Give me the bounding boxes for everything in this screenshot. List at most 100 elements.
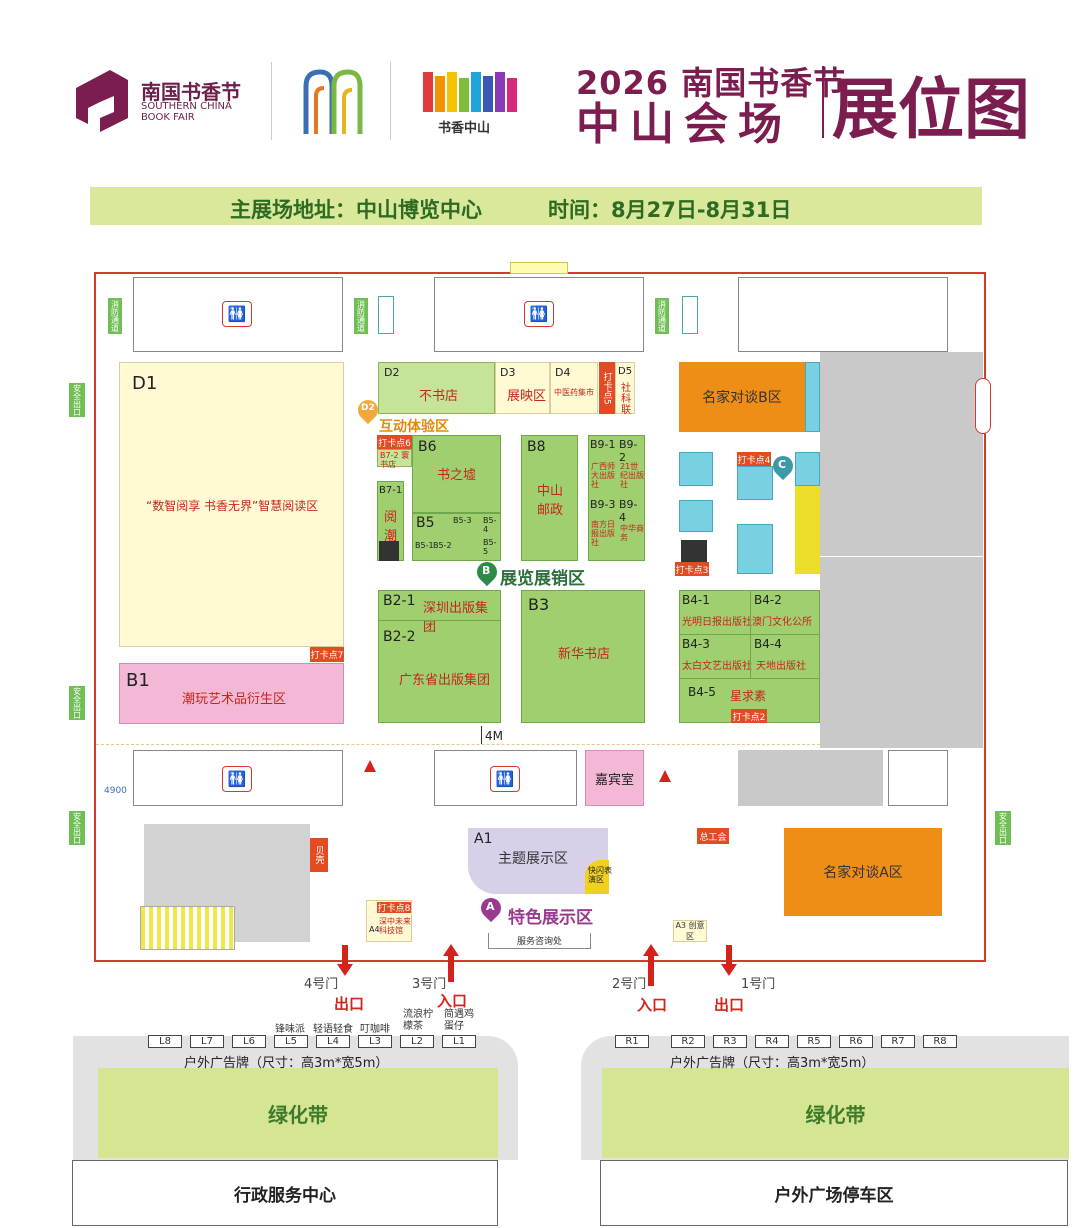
ad-board-r1[interactable]: R1: [615, 1035, 649, 1048]
restroom-icon: 🚻: [222, 301, 252, 327]
checkin-4: 打卡点4: [737, 452, 771, 466]
shuxiang-zhongshan-books-logo-icon: [423, 72, 517, 112]
zone-b4-4-code: B4-4: [754, 637, 782, 651]
tenant-label: 锋味派: [275, 1024, 305, 1035]
fire-exit-sign-icon: 消防通道: [655, 298, 669, 334]
zone-d2-code: D2: [384, 366, 400, 379]
zone-b4-1-name: 光明日报出版社: [682, 617, 752, 628]
b-area-label: 展览展销区: [500, 569, 585, 589]
zone-b4-3-name: 太白文艺出版社: [682, 661, 752, 672]
zone-b4[interactable]: B4-1 B4-2 光明日报出版社 澳门文化公所 B4-3 B4-4 太白文艺出…: [679, 590, 820, 723]
zone-d5-name: 社科联: [621, 383, 631, 416]
zone-d2[interactable]: D2 不书店: [378, 362, 495, 414]
info-bar: 主展场地址：中山博览中心 时间：8月27日-8月31日: [90, 187, 982, 225]
zone-b9-4-code: B9-4: [619, 498, 638, 524]
zone-b8-code: B8: [527, 439, 546, 455]
door-3-arrowhead-icon: [443, 944, 459, 956]
zone-b8-name: 中山邮政: [537, 484, 564, 518]
zone-d2-name: 不书店: [419, 389, 459, 404]
ad-board-l1[interactable]: L1: [442, 1035, 476, 1048]
ad-board-r3[interactable]: R3: [713, 1035, 747, 1048]
side-exit-left-3: 安全出口: [69, 811, 85, 845]
zone-d5[interactable]: D5 社科联: [615, 362, 635, 416]
zone-b2-2-code: B2-2: [383, 629, 416, 645]
ad-board-l3[interactable]: L3: [358, 1035, 392, 1048]
zone-b4-3-code: B4-3: [682, 637, 710, 651]
zone-d1-desc: “数智阅享 书香无界”智慧阅读区: [146, 499, 319, 513]
ad-board-r4[interactable]: R4: [755, 1035, 789, 1048]
zone-d3[interactable]: D3 展映区: [495, 362, 550, 414]
zone-d1[interactable]: D1 “数智阅享 书香无界”智慧阅读区: [119, 362, 344, 647]
zone-b1[interactable]: B1 潮玩艺术品衍生区: [119, 663, 344, 724]
zone-talk-a[interactable]: 名家对谈A区: [784, 828, 942, 916]
zone-b5[interactable]: B5 B5-1 B5-2 B5-3 B5-4 B5-5: [412, 513, 501, 561]
zone-b7-2[interactable]: B7-2 寰书店: [377, 449, 412, 469]
zone-b2-divider: [378, 620, 501, 621]
zone-b9[interactable]: B9-1 B9-2 广西师大出版社 21世纪出版社 B9-3 B9-4 南方日报…: [588, 435, 645, 561]
union-booth[interactable]: 总工会: [697, 828, 729, 844]
zone-b7-1-kiosk: [379, 541, 399, 561]
zone-a1[interactable]: A1 主题展示区: [468, 828, 608, 894]
title-line2: 中山会场: [576, 99, 792, 150]
tenant-label: 简遇鸡蛋仔: [444, 1009, 474, 1032]
zone-b6-name: 书之墟: [437, 468, 477, 483]
ad-board-l4[interactable]: L4: [316, 1035, 350, 1048]
ad-board-r6[interactable]: R6: [839, 1035, 873, 1048]
tenant-label: 轻语轻食: [313, 1024, 353, 1035]
ad-board-l2[interactable]: L2: [400, 1035, 434, 1048]
zone-b5-code: B5: [416, 515, 435, 531]
tenant-label: 叮咖啡: [360, 1024, 390, 1035]
vip-room[interactable]: 嘉宾室: [585, 750, 644, 806]
b-marker-label: B: [482, 564, 491, 577]
zone-b9-3-name: 南方日报出版社: [591, 520, 615, 547]
ad-board-l5[interactable]: L5: [274, 1035, 308, 1048]
ad-board-r2[interactable]: R2: [671, 1035, 705, 1048]
checkin-5: 打卡点5: [599, 362, 615, 414]
zone-b2[interactable]: B2-1 深圳出版集团 B2-2 广东省出版集团: [378, 590, 501, 723]
ad-board-r7[interactable]: R7: [881, 1035, 915, 1048]
door-3-label: 3号门: [412, 977, 447, 992]
beike-booth[interactable]: 贝壳: [310, 838, 328, 872]
door-1-arrow-icon: [726, 945, 732, 967]
zone-a1-name: 主题展示区: [498, 851, 568, 867]
right-gray-area: [820, 352, 983, 748]
zone-d3-code: D3: [500, 366, 516, 379]
title-line1: 2026 南国书香节: [576, 64, 847, 102]
zone-b9-1-name: 广西师大出版社: [591, 462, 615, 489]
door-2-entry-label: 入口: [637, 996, 668, 1014]
checkin-8: 打卡点8: [377, 902, 411, 914]
zone-b9-1-code: B9-1: [590, 438, 616, 451]
zone-b3[interactable]: B3 新华书店: [521, 590, 645, 723]
time-text: 时间：8月27日-8月31日: [548, 198, 792, 222]
d2-marker-label: D2: [361, 403, 375, 413]
door-4-arrowhead-icon: [337, 964, 353, 976]
flash-zone[interactable]: [585, 860, 609, 894]
zone-b1-name: 潮玩艺术品衍生区: [182, 692, 287, 707]
zone-d4-name: 中医药集市: [554, 388, 594, 397]
logo-title-cn: 南国书香节: [141, 80, 241, 104]
mid-room-4: [888, 750, 948, 806]
fire-exit-sign-icon: 消防通道: [354, 298, 368, 334]
c-marker-label: C: [778, 458, 787, 471]
zone-b5-5: B5-5: [483, 538, 497, 556]
zone-talk-b[interactable]: 名家对谈B区: [679, 362, 805, 432]
zone-a3[interactable]: A3 创意区: [673, 920, 707, 942]
right-side-sign: [975, 378, 991, 434]
fire-exit-sign-icon: 消防通道: [108, 298, 122, 334]
ad-board-l8[interactable]: L8: [148, 1035, 182, 1048]
escalator-bottom-icon: [140, 906, 235, 950]
ad-board-r5[interactable]: R5: [797, 1035, 831, 1048]
restroom-icon: 🚻: [490, 766, 520, 792]
service-desk[interactable]: 服务咨询处: [488, 933, 591, 949]
zone-b9-4-name: 中华商务: [620, 524, 644, 542]
zone-d4[interactable]: D4 中医药集市: [550, 362, 598, 414]
zone-b8[interactable]: B8 中山邮政: [521, 435, 578, 561]
header: 南国书香节 SOUTHERN CHINA BOOK FAIR 书香中山 2026…: [0, 0, 1080, 170]
ad-board-l6[interactable]: L6: [232, 1035, 266, 1048]
door-1-label: 1号门: [741, 977, 776, 992]
ad-board-r8[interactable]: R8: [923, 1035, 957, 1048]
ad-board-l7[interactable]: L7: [190, 1035, 224, 1048]
checkin-6: 打卡点6: [377, 435, 412, 449]
zone-a4[interactable]: A4 打卡点8 深中未来科技馆: [366, 900, 412, 942]
zone-b6[interactable]: B6 书之墟: [412, 435, 501, 513]
